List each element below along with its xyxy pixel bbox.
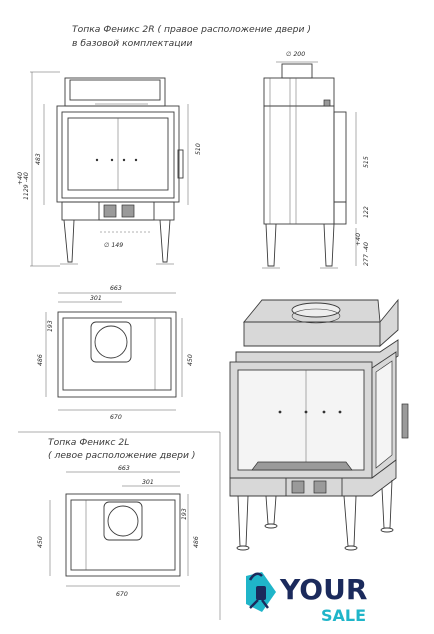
caption-right-door-subtitle: в базовой комплектации [72,38,192,49]
dim-topL-193: 193 [181,508,188,520]
side-door-panel [333,111,347,203]
dim-side-122: 122 [363,206,370,218]
dim-front-plus40: +40 [17,172,24,185]
logo-word-sale: SALE [321,606,366,625]
iso-flue-collar [291,302,341,318]
isometric-view [229,298,409,551]
caption-left-door-title: Топка Феникс 2L [48,437,129,448]
front-flue-inner [69,79,161,101]
caption-right-door-title: Топка Феникс 2R ( правое расположение дв… [72,24,311,35]
dim-topR-301: 301 [90,295,102,302]
dim-topL-301: 301 [142,479,154,486]
dim-topR-486: 486 [37,354,44,366]
side-flue-pipe [281,63,313,79]
front-view [30,71,189,267]
logo-word-your: YOUR [279,573,367,606]
shopping-bag-icon [246,572,276,612]
dim-side-200: ∅ 200 [286,51,305,58]
top-view-right [45,292,183,411]
dim-topL-486: 486 [193,536,200,548]
iso-ash-drawer [285,477,343,497]
top-right-flue-square [90,321,132,363]
top-left-flue-square [103,501,143,541]
variant-divider [18,431,221,620]
dim-topR-450: 450 [187,354,194,366]
your-sale-logo: YOUR SALE [246,572,367,625]
iso-grate [251,461,353,471]
dim-front-483: 483 [35,153,42,165]
dim-side-515: 515 [363,156,370,168]
iso-door-handle [401,403,409,439]
dim-front-510: 510 [195,143,202,155]
front-door-handle [177,149,184,179]
top-left-body [65,493,181,577]
side-body [263,105,335,225]
top-view-left [49,471,189,587]
dim-topL-450: 450 [37,536,44,548]
dim-side-277: 277 -40 [363,242,370,266]
dim-front-1129: 1129 -40 [23,172,30,200]
dim-front-149: ∅ 149 [104,242,123,249]
caption-left-door-subtitle: ( левое расположение двери ) [48,450,195,461]
iso-glass [237,369,365,471]
side-view [262,61,357,269]
front-flue-box [64,77,166,107]
dim-topL-663: 663 [118,465,130,472]
top-right-body [57,311,177,398]
dim-topR-193: 193 [47,320,54,332]
dim-topR-663: 663 [110,285,122,292]
dim-side-plus40: +40 [355,233,362,246]
dim-topL-670: 670 [116,591,128,598]
dim-topR-670: 670 [110,414,122,421]
